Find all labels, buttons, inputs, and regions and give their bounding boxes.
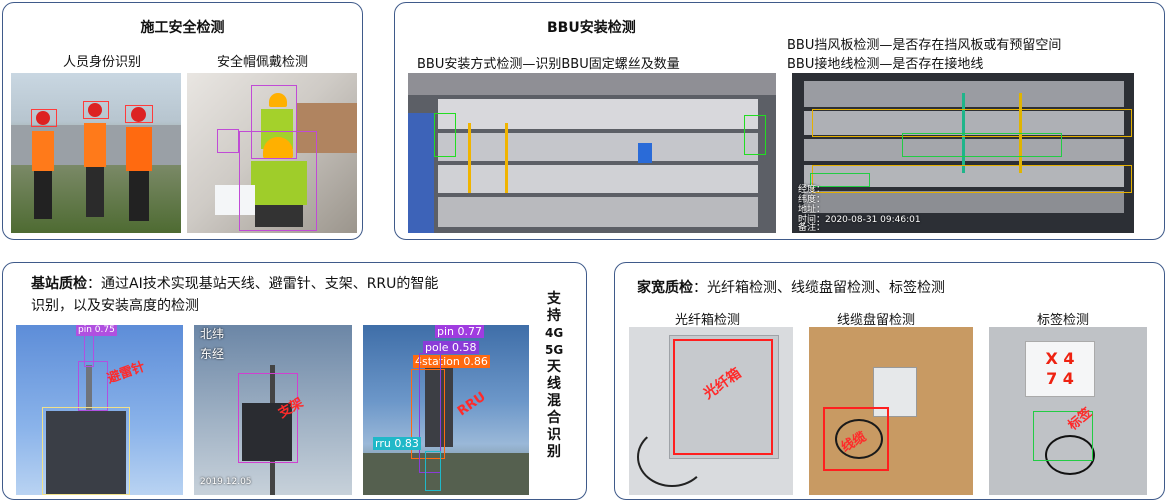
detect-box	[125, 105, 153, 123]
worker-3	[123, 107, 155, 225]
overlay-lat: 北纬	[200, 327, 225, 341]
photo-fiber-box: 光纤箱	[629, 327, 793, 495]
detect-box	[812, 109, 1132, 137]
label-lightning-rod: 避雷针	[105, 359, 148, 387]
detect-box-pole	[78, 361, 108, 411]
caption-bbu-ground: BBU接地线检测—是否存在接地线	[787, 57, 984, 72]
caption-helmet: 安全帽佩戴检测	[217, 55, 309, 70]
title-rest: ：光纤箱检测、线缆盘留检测、标签检测	[693, 280, 945, 296]
caption-identity: 人员身份识别	[63, 55, 142, 70]
boxes	[297, 103, 357, 153]
tag-4station: 4station 0.86	[413, 355, 490, 368]
label-rru: RRU	[455, 389, 489, 420]
tag-pole: pole 0.58	[423, 341, 479, 354]
detect-box	[744, 115, 766, 155]
detect-box	[810, 173, 870, 187]
title-bold: 基站质检	[31, 276, 87, 292]
caption-label: 标签检测	[1037, 313, 1090, 328]
vertical-label: 支 持 4G 5G 天 线 混 合 识 别	[545, 291, 564, 460]
photo-bracket: 北纬 东经 2019.12.05 支架	[194, 325, 352, 495]
title-rest: ：通过AI技术实现基站天线、避雷针、支架、RRU的智能	[87, 276, 439, 292]
panel-broadband-qc: 家宽质检：光纤箱检测、线缆盘留检测、标签检测 光纤箱检测 线缆盘留检测 标签检测…	[614, 262, 1165, 500]
detect-box	[31, 109, 57, 127]
detect-box	[217, 129, 239, 153]
photo-rru: pin 0.77 pole 0.58 4station 0.86 rru 0.8…	[363, 325, 529, 495]
caption-fiber-box: 光纤箱检测	[675, 313, 741, 328]
panel-base-station-qc: 基站质检：通过AI技术实现基站天线、避雷针、支架、RRU的智能 识别，以及安装高…	[2, 262, 587, 500]
detect-box-antenna	[42, 407, 130, 495]
overlay-date: 2019.12.05	[200, 477, 252, 487]
detect-box	[812, 165, 1132, 193]
detect-box-bracket	[238, 373, 298, 463]
panel-construction-safety: 施工安全检测 人员身份识别 安全帽佩戴检测	[2, 2, 363, 240]
overlay-lng: 东经	[200, 347, 225, 361]
photo-overlay-line: 地址：	[798, 205, 826, 215]
caption-bbu-mount: BBU安装方式检测—识别BBU固定螺丝及数量	[417, 57, 680, 72]
caption-cable-coil: 线缆盘留检测	[837, 313, 916, 328]
detect-box	[83, 101, 109, 119]
detect-box	[251, 85, 297, 159]
detect-box-rru	[411, 369, 445, 459]
detect-box-fiber	[673, 339, 773, 455]
photo-helmet	[187, 73, 357, 233]
photo-overlay-time: 时间：2020-08-31 09:46:01	[798, 215, 921, 225]
panel-bbu-installation: BBU安装检测 BBU安装方式检测—识别BBU固定螺丝及数量 BBU挡风板检测—…	[394, 2, 1165, 240]
title-bold: 家宽质检	[637, 280, 693, 296]
detect-box	[239, 131, 317, 231]
photo-overlay-line: 纬度：	[798, 195, 826, 205]
tag-pin: pin 0.77	[435, 325, 484, 338]
photo-lightning-rod: pin 0.75 避雷针	[16, 325, 183, 495]
photo-bbu-rack-right: 经度： 纬度： 地址： 时间：2020-08-31 09:46:01 备注：	[792, 73, 1134, 233]
caption-bbu-baffle: BBU挡风板检测—是否存在挡风板或有预留空间	[787, 38, 1062, 53]
photo-overlay-line: 经度：	[798, 185, 826, 195]
worker-1	[29, 111, 57, 221]
detect-box-tag	[1033, 411, 1093, 461]
panel-title: 基站质检：通过AI技术实现基站天线、避雷针、支架、RRU的智能	[31, 273, 438, 293]
detect-box-cable	[823, 407, 889, 471]
photo-workers	[11, 73, 181, 233]
detect-box-rru-small	[425, 451, 441, 491]
panel-title: BBU安装检测	[547, 20, 636, 36]
tag-rru: rru 0.83	[373, 437, 421, 450]
panel-title: 家宽质检：光纤箱检测、线缆盘留检测、标签检测	[637, 277, 945, 297]
worker-kneeling	[243, 137, 313, 227]
detect-box	[902, 133, 1062, 157]
worker-2	[81, 103, 109, 223]
photo-bbu-rack-left	[408, 73, 776, 233]
tag-pin: pin 0.75	[76, 325, 117, 336]
photo-cable-coil: 线缆	[809, 327, 973, 495]
detect-box	[434, 113, 456, 157]
photo-overlay-line: 备注：	[798, 223, 826, 233]
title-line2: 识别，以及安装高度的检测	[31, 298, 199, 314]
white-foam	[215, 185, 255, 215]
panel-title: 施工安全检测	[140, 20, 225, 36]
detect-box-pole	[419, 353, 441, 473]
